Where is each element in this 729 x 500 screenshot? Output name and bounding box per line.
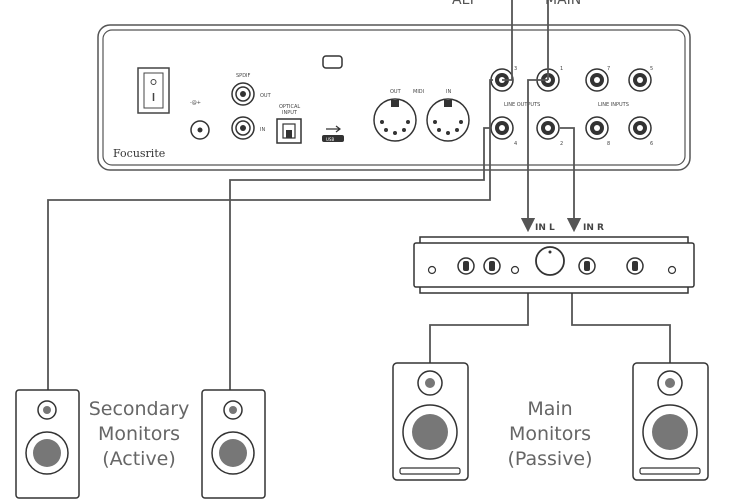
line-output-4-jack: [490, 116, 514, 140]
main-caption-line2: Monitors: [509, 423, 591, 445]
in-right-label: IN R: [583, 223, 604, 233]
secondary-left-cable: [47, 79, 493, 390]
secondary-monitors-caption: Secondary Monitors (Active): [89, 398, 190, 470]
secondary-right-cable: [229, 127, 490, 390]
spdif-in-label: IN: [260, 127, 265, 133]
line-input-8-jack: [585, 116, 609, 140]
cables: [47, 0, 671, 390]
power-switch: [137, 67, 170, 114]
alt-cable-top: [502, 0, 513, 81]
out2-number: 2: [560, 141, 563, 147]
spdif-out-label: OUT: [260, 93, 272, 99]
amp-right-speaker-cable: [571, 293, 671, 365]
in6-number: 6: [650, 141, 653, 147]
usb-label: USB: [326, 137, 334, 142]
main-caption-line3: (Passive): [507, 448, 592, 470]
usb-port: USB: [322, 125, 344, 142]
line-input-6-jack: [628, 116, 652, 140]
audio-interface-panel: -@+ SPDIF OUT IN OPTICAL INPUT: [97, 24, 691, 171]
main-label: MAIN: [545, 0, 581, 8]
secondary-caption-line3: (Active): [102, 448, 176, 470]
spdif-label: SPDIF: [236, 73, 251, 79]
main-right-speaker: [632, 362, 709, 481]
main-left-speaker: [392, 362, 469, 481]
main-caption-line1: Main: [527, 398, 572, 420]
security-slot: [322, 55, 343, 69]
brand-logo: Focusrite: [113, 147, 165, 160]
amplifier: [413, 236, 695, 294]
in5-number: 5: [650, 66, 653, 72]
out1-number: 1: [560, 66, 563, 72]
out4-number: 4: [514, 141, 517, 147]
alt-label: ALT: [452, 0, 476, 8]
midi-out-port: [373, 98, 417, 142]
line-input-5-jack: [628, 68, 652, 92]
volume-knob: [535, 246, 565, 276]
optical-label-line1: OPTICAL: [279, 104, 300, 110]
main-monitors-caption: Main Monitors (Passive): [507, 398, 592, 470]
midi-out-label: OUT: [390, 89, 402, 95]
secondary-caption-line1: Secondary: [89, 398, 190, 420]
out3-number: 3: [514, 66, 517, 72]
power-polarity-label: -@+: [190, 100, 201, 106]
midi-in-port: [426, 98, 470, 142]
main-left-cable: [520, 79, 548, 233]
in8-number: 8: [607, 141, 610, 147]
dc-power-socket: -@+: [190, 100, 210, 140]
line-output-2-jack: [536, 116, 560, 140]
main-right-cable: [560, 127, 582, 233]
spdif-out-jack: [231, 82, 255, 106]
line-outputs-label: LINE OUTPUTS: [504, 102, 540, 108]
in-left-label: IN L: [535, 223, 555, 233]
optical-label-line2: INPUT: [282, 110, 298, 116]
line-input-7-jack: [585, 68, 609, 92]
spdif-in-jack: [231, 116, 255, 140]
secondary-right-speaker: [201, 389, 266, 499]
in7-number: 7: [607, 66, 610, 72]
secondary-caption-line2: Monitors: [98, 423, 180, 445]
midi-label: MIDI: [413, 89, 424, 95]
line-inputs-label: LINE INPUTS: [598, 102, 629, 108]
midi-in-label: IN: [446, 89, 451, 95]
amp-left-speaker-cable: [429, 293, 529, 365]
secondary-left-speaker: [15, 389, 80, 499]
optical-input-port: [276, 118, 302, 144]
